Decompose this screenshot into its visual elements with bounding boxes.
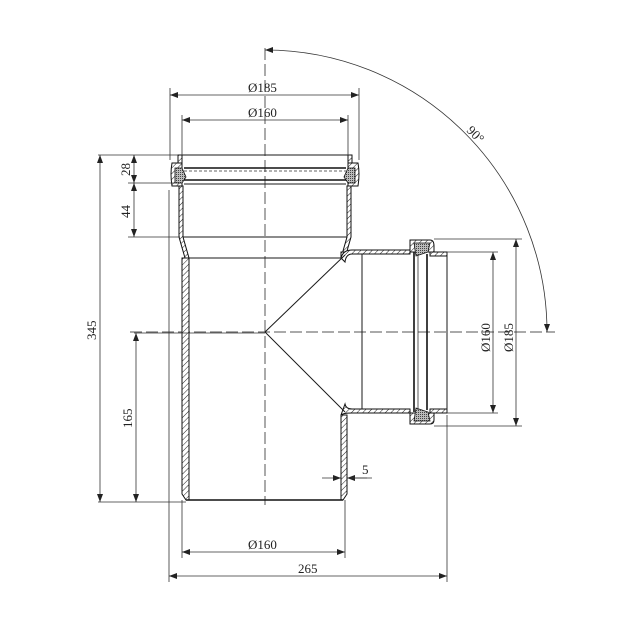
dim-label: 5 [362,462,369,477]
dim-bottom-diameter: Ø160 [181,500,346,558]
dim-socket-heights: 28 44 [98,154,180,238]
dim-total-height: 345 [84,155,186,503]
dim-label: 265 [298,561,318,576]
dim-branch-angle: 90° [264,47,550,333]
dim-label: 165 [120,409,135,429]
dim-label: Ø160 [478,323,493,352]
dim-branch-height: 165 [120,332,265,502]
dim-label: 28 [118,163,133,176]
dim-label: 345 [84,321,99,341]
dim-label: 44 [118,205,133,219]
dim-label: 90° [464,123,487,146]
dim-total-width: 265 [168,190,448,582]
dim-label: Ø160 [248,537,277,552]
dim-label: Ø160 [248,105,277,120]
dim-label: Ø185 [501,323,516,352]
dim-wall-thickness: 5 [322,462,372,481]
dim-label: Ø185 [248,80,277,95]
